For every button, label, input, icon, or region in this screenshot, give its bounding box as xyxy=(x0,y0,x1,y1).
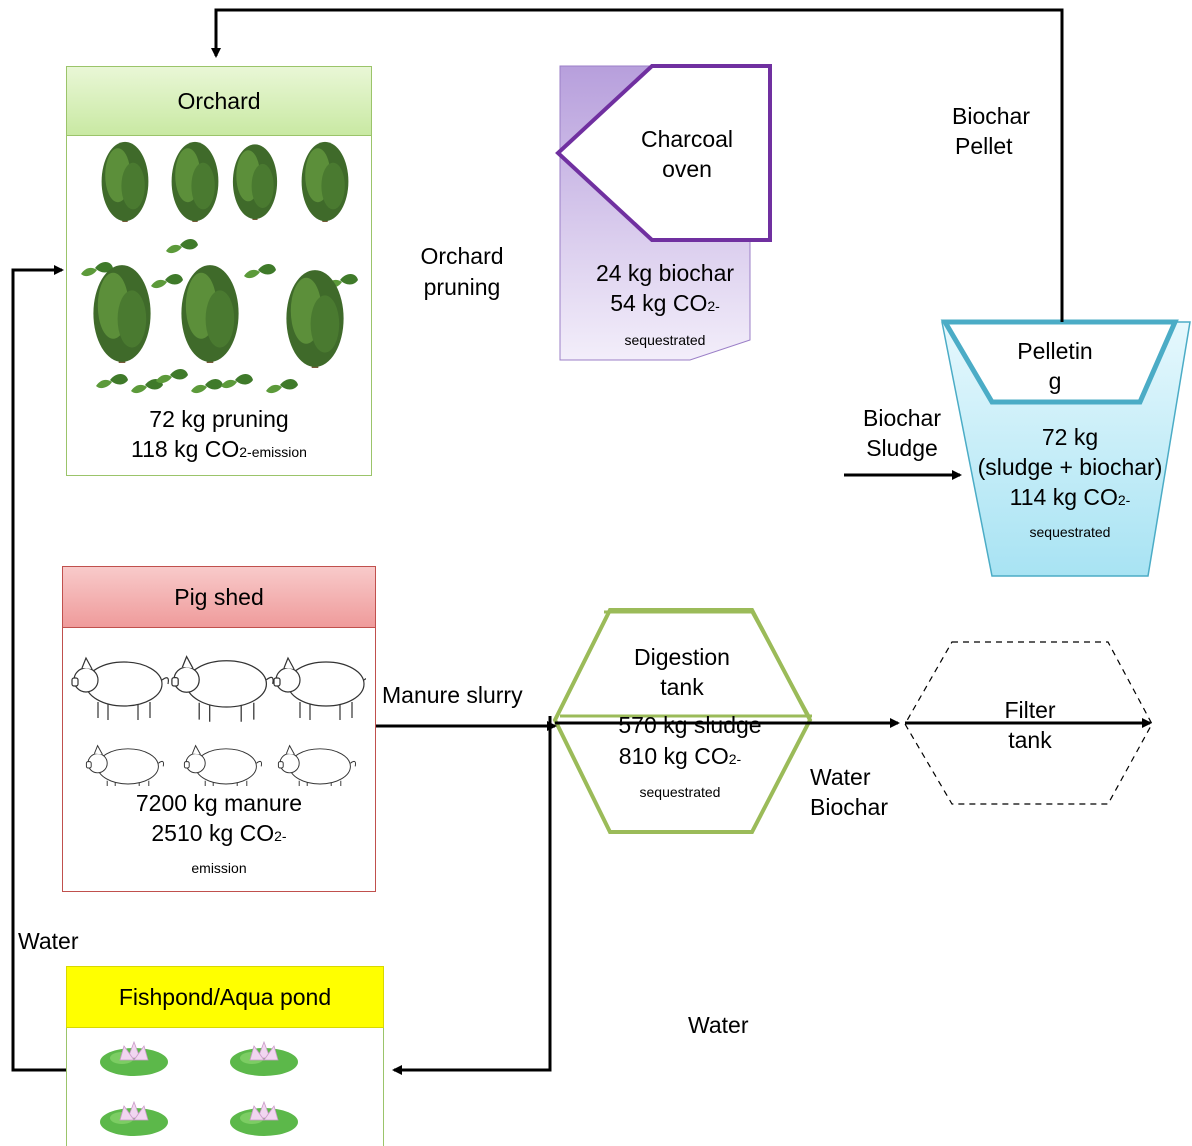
charcoal-oven-shape xyxy=(555,64,772,361)
fishpond-header: Fishpond/Aqua pond xyxy=(66,966,384,1028)
orchard-title: Orchard xyxy=(177,87,261,114)
label-orchard-pruning-2: pruning xyxy=(423,274,501,300)
label-water-right: Water xyxy=(688,1012,749,1038)
lotus-icon xyxy=(99,1041,299,1137)
digestion-title-2: tank xyxy=(660,674,704,700)
charcoal-oven-title-1: Charcoal xyxy=(640,126,734,152)
connectors xyxy=(11,8,1152,1075)
label-water-biochar-2: Biochar xyxy=(810,794,888,820)
orchard-co2: 118 kg CO2-emission xyxy=(131,436,307,462)
label-biochar-pellet-1: Biochar xyxy=(952,103,1030,129)
label-water-biochar-1: Water xyxy=(810,764,871,790)
label-manure-slurry: Manure slurry xyxy=(382,682,523,708)
label-biochar-sludge-2: Sludge xyxy=(866,435,938,461)
digestion-amount: 570 kg sludge xyxy=(618,712,762,738)
charcoal-oven-co2-tail: sequestrated xyxy=(624,332,706,348)
filter-title-1: Filter xyxy=(1004,697,1056,723)
pelleting-co2: 114 kg CO2- xyxy=(1009,484,1131,510)
label-water-left: Water xyxy=(18,928,79,954)
label-orchard-pruning-1: Orchard xyxy=(420,243,504,269)
orchard-trees-icon xyxy=(81,141,358,394)
pig-shed-co2: 2510 kg CO2- xyxy=(151,820,287,846)
charcoal-oven-co2: 54 kg CO2- xyxy=(610,290,720,316)
digestion-title-1: Digestion xyxy=(634,644,730,670)
pig-shed-header: Pig shed xyxy=(62,566,376,628)
pig-shed-co2-tail: emission xyxy=(191,860,247,876)
charcoal-oven-amount: 24 kg biochar xyxy=(595,260,735,286)
pig-shed-amount: 7200 kg manure xyxy=(135,790,303,816)
pelleting-title-1: Pelletin xyxy=(1017,338,1093,364)
pig-shed-title: Pig shed xyxy=(174,583,264,610)
orchard-header: Orchard xyxy=(66,66,372,136)
fishpond-title: Fishpond/Aqua pond xyxy=(118,983,332,1010)
pelleting-amount-1: 72 kg xyxy=(1041,424,1099,450)
charcoal-oven-title-2: oven xyxy=(662,156,712,182)
label-biochar-pellet-2: Pellet xyxy=(955,133,1013,159)
digestion-tank-shape xyxy=(552,608,813,834)
pelleting-co2-tail: sequestrated xyxy=(1029,524,1111,540)
pigs-icon xyxy=(71,655,366,786)
pelleting-shape xyxy=(940,319,1191,577)
orchard-amount: 72 kg pruning xyxy=(149,406,289,432)
digestion-co2-tail: sequestrated xyxy=(639,784,721,800)
label-biochar-sludge-1: Biochar xyxy=(863,405,941,431)
filter-tank-shape xyxy=(904,641,1153,805)
digestion-co2: 810 kg CO2- xyxy=(618,743,742,769)
filter-title-2: tank xyxy=(1008,727,1052,753)
pelleting-amount-2: (sludge + biochar) xyxy=(977,454,1163,480)
pelleting-title-2: g xyxy=(1048,368,1062,394)
